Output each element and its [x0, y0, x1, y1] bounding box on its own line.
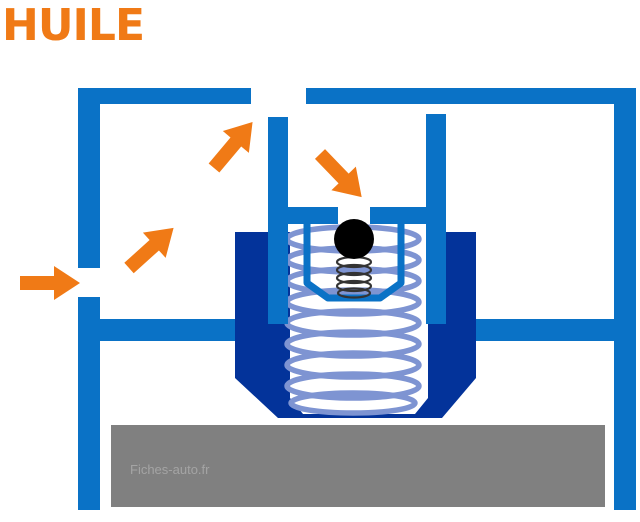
oil-flow-arrows	[20, 122, 362, 300]
check-ball	[334, 219, 374, 259]
arrow-inlet	[20, 266, 80, 300]
check-valve-spring	[335, 255, 373, 299]
arrow-rising	[124, 227, 174, 274]
left-channel	[100, 319, 235, 341]
housing	[78, 88, 636, 510]
piston-body	[235, 232, 476, 418]
right-channel	[476, 319, 614, 341]
arrow-to-top	[208, 122, 253, 173]
title: HUILE	[2, 0, 145, 51]
watermark: Fiches-auto.fr	[130, 462, 210, 477]
plunger	[268, 114, 446, 324]
housing-top-left	[78, 88, 251, 104]
housing-left-wall-lower	[78, 297, 100, 510]
housing-right-wall	[614, 88, 636, 510]
plunger-shelf-left	[268, 207, 338, 224]
arrow-to-ball	[314, 149, 362, 198]
housing-top-right	[306, 88, 636, 104]
plunger-shelf-right	[370, 207, 446, 224]
base-block	[111, 425, 605, 507]
housing-left-wall-upper	[78, 88, 100, 268]
